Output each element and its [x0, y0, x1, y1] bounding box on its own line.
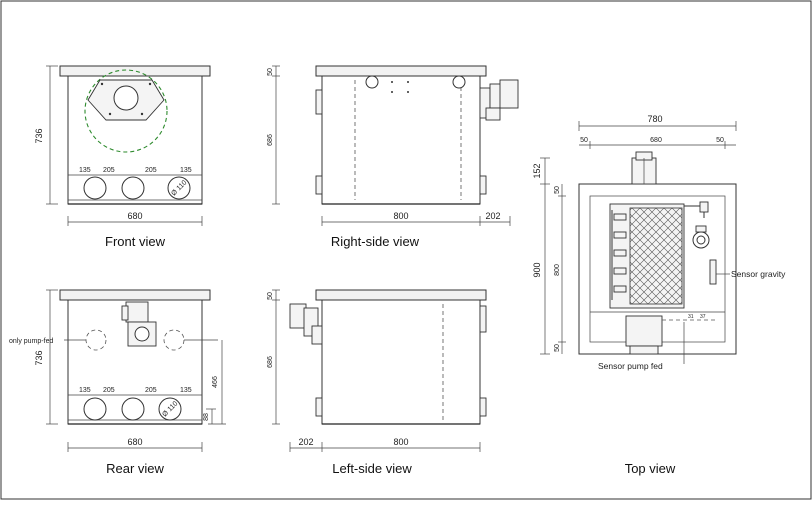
top-drain: [625, 315, 663, 347]
sensor-pump-label: Sensor pump fed: [598, 361, 663, 371]
top-protrusion-dim: 152: [532, 163, 542, 178]
drum-mesh: [629, 207, 683, 305]
left-height-dim: 686: [267, 356, 274, 368]
rear-bottom-offset: 88: [203, 413, 210, 421]
rear-view: only pump-fed 135 205 205 135 Ø 110 736 …: [9, 289, 226, 476]
front-spacing-1: 135: [79, 167, 91, 174]
top-margin-right: 50: [716, 137, 724, 144]
top-margin-left: 50: [580, 137, 588, 144]
left-lid: [315, 289, 487, 301]
top-inner-height: 800: [554, 264, 561, 276]
front-spacing-2: 205: [103, 167, 115, 174]
left-body: [321, 299, 481, 425]
top-small-label-1: 31: [688, 314, 694, 320]
top-view-caption: Top view: [625, 461, 676, 476]
sensor-gravity: [709, 259, 717, 285]
right-body: [321, 75, 481, 205]
right-height-dim: 686: [267, 134, 274, 146]
rear-spacing-2: 205: [103, 387, 115, 394]
front-spacing-3: 205: [145, 167, 157, 174]
rear-width-dim: 680: [127, 437, 142, 447]
sensor-gravity-label: Sensor gravity: [731, 269, 786, 279]
rear-note: only pump-fed: [9, 338, 53, 345]
front-lid: [59, 65, 211, 77]
rear-height-dim: 736: [34, 350, 44, 365]
left-side-view: 50 686 202 800 Left-side view: [267, 289, 487, 476]
rear-view-caption: Rear view: [106, 461, 164, 476]
top-overall-width: 780: [647, 114, 662, 124]
left-top-dim: 50: [267, 292, 274, 300]
left-ext-dim: 202: [298, 437, 313, 447]
right-view-caption: Right-side view: [331, 234, 420, 249]
top-view: 780 50 680 50: [532, 114, 786, 476]
right-top-dim: 50: [267, 68, 274, 76]
front-height-dim: 736: [34, 128, 44, 143]
right-width-dim: 800: [393, 211, 408, 221]
rear-lid: [59, 289, 211, 301]
front-port-2: [121, 176, 145, 200]
rear-spacing-1: 135: [79, 387, 91, 394]
front-view-caption: Front view: [105, 234, 166, 249]
top-margin-top: 50: [554, 186, 561, 194]
left-view-caption: Left-side view: [332, 461, 412, 476]
front-port-1: [83, 176, 107, 200]
top-inner-width: 680: [650, 137, 662, 144]
top-margin-bottom: 50: [554, 344, 561, 352]
right-ext-dim: 202: [485, 211, 500, 221]
front-view: 135 205 205 135 Ø 110 736 680 Front view: [34, 65, 211, 249]
right-lid: [315, 65, 487, 77]
front-spacing-4: 135: [180, 167, 192, 174]
right-side-view: 50 686 800 202 Right-side view: [267, 65, 519, 249]
left-width-dim: 800: [393, 437, 408, 447]
rear-spacing-4: 135: [180, 387, 192, 394]
rear-spacing-3: 205: [145, 387, 157, 394]
top-overall-height: 900: [532, 262, 542, 277]
front-port-3: [167, 176, 191, 200]
top-small-label-2: 37: [700, 314, 706, 320]
front-width-dim: 680: [127, 211, 142, 221]
pump-outlet: [113, 85, 139, 111]
spray-bar: [611, 210, 627, 300]
pump-swing-circle: [84, 69, 168, 153]
rear-inlet-height: 466: [212, 376, 219, 388]
